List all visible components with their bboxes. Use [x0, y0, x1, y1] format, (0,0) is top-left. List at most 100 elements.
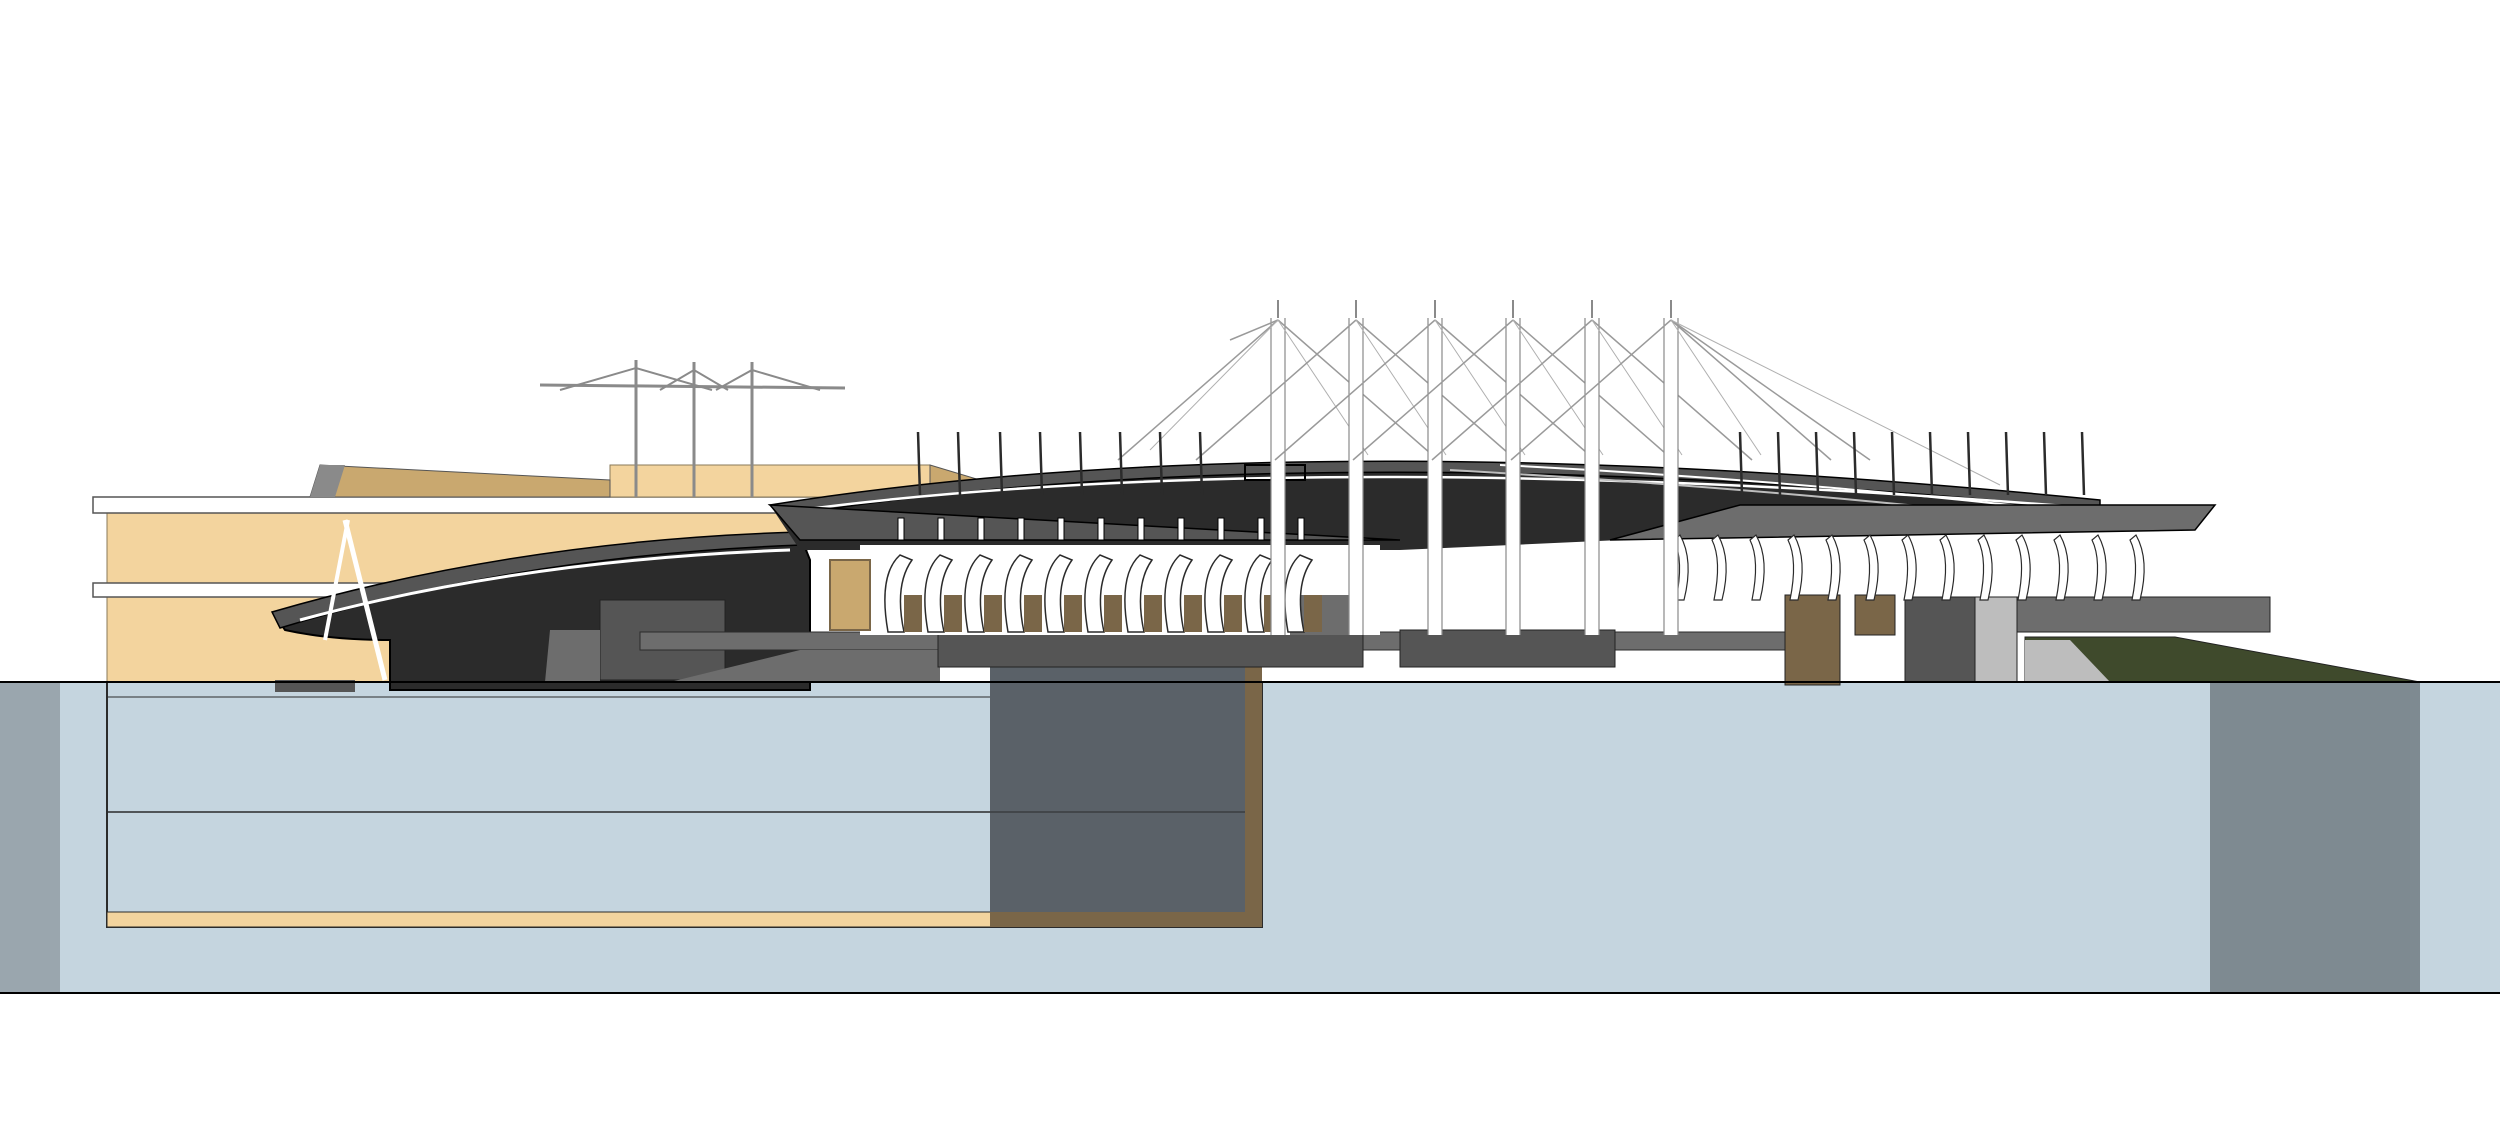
platform-core: [937, 629, 1364, 668]
right-arch-column: [1977, 534, 1993, 601]
arch-opening: [944, 595, 962, 632]
arch-opening: [1224, 595, 1242, 632]
roof-spike: [1738, 431, 1744, 496]
arch-column: [1284, 554, 1314, 633]
roof-spike: [1776, 431, 1782, 496]
arch-opening: [1144, 595, 1162, 632]
roof-spike: [1038, 431, 1044, 496]
arch-opening: [1184, 595, 1202, 632]
arch-column: [924, 554, 954, 633]
main-platform: [639, 594, 2421, 686]
arch-hanger: [1137, 517, 1145, 541]
arch-hanger: [1177, 517, 1185, 541]
arch-column: [884, 554, 914, 633]
left-edge-band: [0, 682, 60, 994]
right-arch-column: [1863, 534, 1879, 601]
right-arch-column: [2129, 534, 2145, 601]
right-arch-column: [1711, 534, 1727, 601]
right-building-glazing: [1974, 596, 2018, 683]
green-roof-edge: [2025, 640, 2110, 682]
arch-opening: [984, 595, 1002, 632]
right-arch-column: [2091, 534, 2107, 601]
cable-masts: [1117, 300, 2001, 635]
right-arch-column: [2015, 534, 2031, 601]
mast-cable: [1670, 319, 1762, 456]
roof-wing-right: [1609, 504, 2217, 541]
arch-column: [1164, 554, 1194, 633]
stair-core-right-2: [1854, 594, 1896, 636]
arch-hanger: [897, 517, 905, 541]
arch-opening: [1104, 595, 1122, 632]
mast-cable: [1670, 319, 1832, 461]
mast-cable: [1352, 319, 1514, 461]
arch-column: [1204, 554, 1234, 633]
arch-hanger: [937, 517, 945, 541]
roof-spikes: [916, 431, 2086, 496]
arch-opening: [1024, 595, 1042, 632]
left-building-roof-slope: [309, 464, 611, 498]
mast-cable: [1149, 319, 1279, 451]
arched-columns: [884, 517, 1322, 633]
rooftop-canopy-cables: [559, 366, 821, 391]
right-foundation-band: [2210, 682, 2420, 994]
mast-cable: [1431, 319, 1593, 461]
left-building-roof-edge: [310, 465, 345, 497]
roof-spike: [1966, 431, 1972, 496]
shaft-void: [990, 667, 1245, 912]
main-roof-rib-1: [799, 475, 2091, 512]
roof-spike: [1928, 431, 1934, 496]
arch-hanger: [1057, 517, 1065, 541]
mast-cable: [1274, 319, 1436, 461]
stair-core-right: [1784, 594, 1841, 686]
arch-column: [1004, 554, 1034, 633]
left-canopy-strut-2: [323, 519, 350, 641]
underground-section: [0, 667, 2500, 994]
left-canopy-strut: [342, 519, 388, 681]
platform-core-2: [1399, 629, 1616, 668]
left-building-cornice: [92, 496, 854, 514]
right-arch-column: [1901, 534, 1917, 601]
mast-cable: [1670, 319, 2001, 486]
right-arch-column: [1939, 534, 1955, 601]
arch-opening: [1304, 595, 1322, 632]
arch-column: [964, 554, 994, 633]
roof-spike: [1158, 431, 1164, 496]
roof-spike: [1118, 431, 1124, 496]
roof-spike: [1852, 431, 1858, 496]
arch-hanger: [1017, 517, 1025, 541]
roof-spike: [1198, 431, 1204, 496]
arch-opening: [1064, 595, 1082, 632]
arch-hanger: [1217, 517, 1225, 541]
arch-column: [1124, 554, 1154, 633]
roof-spike: [1890, 431, 1896, 496]
arch-hanger: [1097, 517, 1105, 541]
arch-hanger: [1297, 517, 1305, 541]
left-canopy-stair: [545, 630, 600, 682]
right-arch-column: [1825, 534, 1841, 601]
roof-spike: [2080, 431, 2086, 496]
roof-spike: [2042, 431, 2048, 496]
roof-spike: [1814, 431, 1820, 496]
platform-ramp: [670, 650, 940, 682]
roof-spike: [2004, 431, 2010, 496]
mast-cable: [1117, 319, 1279, 461]
mast-cable: [1670, 319, 1871, 461]
right-building-block: [1904, 596, 1976, 683]
right-arch-column: [2053, 534, 2069, 601]
roof-spike: [1078, 431, 1084, 496]
arch-column: [1244, 554, 1274, 633]
right-arch-column: [1787, 534, 1803, 601]
arch-hanger: [977, 517, 985, 541]
arch-opening: [904, 595, 922, 632]
roof-spike: [916, 431, 922, 496]
right-arch-column: [1749, 534, 1765, 601]
shaft-wall: [1245, 682, 1262, 927]
mast-cable: [1195, 319, 1357, 461]
arch-column: [1084, 554, 1114, 633]
basement-slab: [106, 911, 993, 928]
right-arched-columns: [1673, 534, 2145, 601]
mast-cable: [1510, 319, 1672, 461]
colonnade-door: [829, 559, 871, 631]
